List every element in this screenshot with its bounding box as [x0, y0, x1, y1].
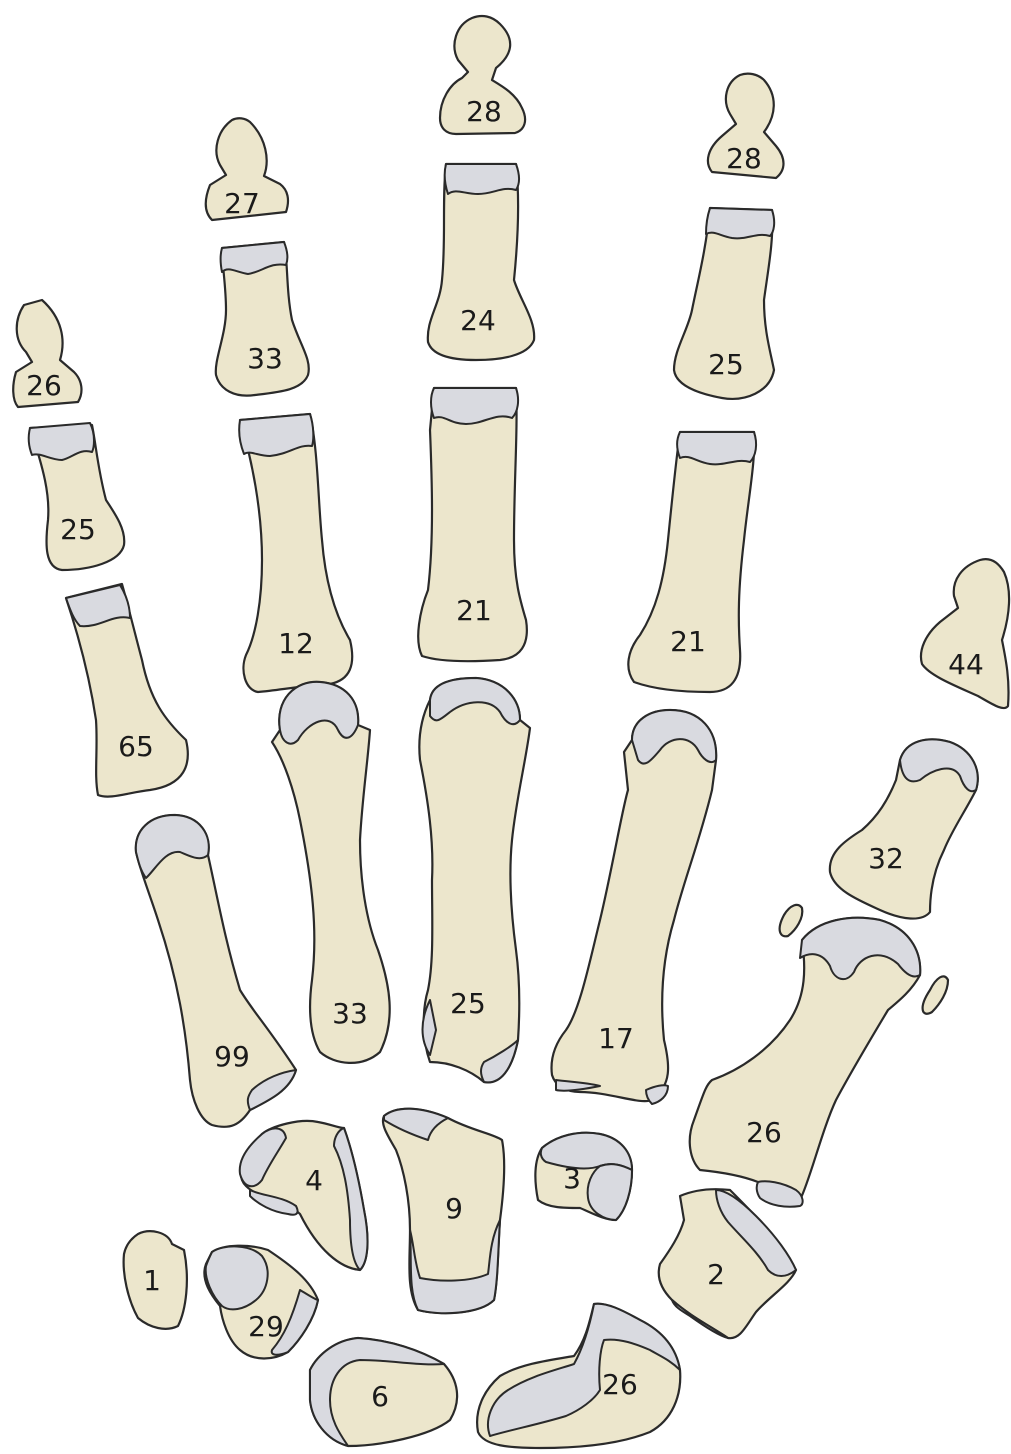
- label-index-middle: 25: [708, 348, 744, 381]
- ring-distal-phalanx: 27: [206, 118, 288, 220]
- label-middle-middle: 24: [460, 304, 496, 337]
- middle-middle-phalanx: 24: [428, 164, 534, 360]
- label-little-proximal: 65: [118, 730, 154, 763]
- middle-metacarpal: 25: [419, 678, 530, 1082]
- trapezium-bone: 2: [659, 1189, 796, 1338]
- capitate-bone: 9: [383, 1109, 504, 1313]
- little-distal-phalanx: 26: [13, 300, 81, 407]
- index-distal-phalanx: 28: [708, 74, 784, 178]
- pisiform-bone: 1: [124, 1231, 187, 1329]
- label-lunate: 6: [371, 1380, 389, 1413]
- little-proximal-phalanx: 65: [66, 584, 188, 797]
- little-middle-phalanx: 25: [29, 423, 125, 570]
- index-metacarpal: 17: [552, 710, 717, 1104]
- label-middle-distal: 28: [466, 95, 502, 128]
- triquetrum-bone: 29: [204, 1246, 318, 1359]
- label-little-middle: 25: [60, 513, 96, 546]
- ring-proximal-phalanx: 12: [239, 414, 352, 692]
- middle-distal-phalanx: 28: [440, 16, 525, 134]
- label-capitate: 9: [445, 1192, 463, 1225]
- lunate-bone: 6: [310, 1338, 457, 1446]
- label-thumb-metacarpal: 26: [746, 1116, 782, 1149]
- middle-proximal-phalanx: 21: [418, 388, 527, 661]
- thumb-sesamoid-right: [923, 976, 948, 1013]
- thumb-distal-phalanx: 44: [921, 559, 1009, 708]
- label-index-distal: 28: [726, 142, 762, 175]
- ring-middle-phalanx: 33: [216, 242, 309, 396]
- label-ring-middle: 33: [247, 342, 283, 375]
- trapezoid-bone: 3: [535, 1133, 632, 1220]
- thumb-sesamoid-left: [780, 905, 803, 936]
- index-proximal-phalanx: 21: [628, 432, 756, 692]
- label-middle-proximal: 21: [456, 594, 492, 627]
- label-hamate: 4: [305, 1164, 323, 1197]
- label-thumb-distal: 44: [948, 648, 984, 681]
- label-scaphoid: 26: [602, 1368, 638, 1401]
- label-ring-proximal: 12: [278, 627, 314, 660]
- label-little-metacarpal: 99: [214, 1040, 250, 1073]
- label-index-proximal: 21: [670, 625, 706, 658]
- label-pisiform: 1: [143, 1264, 161, 1297]
- label-trapezium: 2: [707, 1258, 725, 1291]
- little-metacarpal: 99: [136, 815, 296, 1127]
- thumb-metacarpal: 26: [690, 918, 920, 1207]
- label-triquetrum: 29: [248, 1310, 284, 1343]
- scaphoid-bone: 26: [477, 1304, 680, 1448]
- label-trapezoid: 3: [563, 1162, 581, 1195]
- index-middle-phalanx: 25: [674, 208, 774, 399]
- label-little-distal: 26: [26, 369, 62, 402]
- label-thumb-proximal: 32: [868, 842, 904, 875]
- thumb-proximal-phalanx: 32: [830, 739, 978, 918]
- label-ring-metacarpal: 33: [332, 997, 368, 1030]
- label-index-metacarpal: 17: [598, 1022, 634, 1055]
- ring-metacarpal: 33: [272, 682, 390, 1063]
- label-ring-distal: 27: [224, 187, 260, 220]
- label-middle-metacarpal: 25: [450, 987, 486, 1020]
